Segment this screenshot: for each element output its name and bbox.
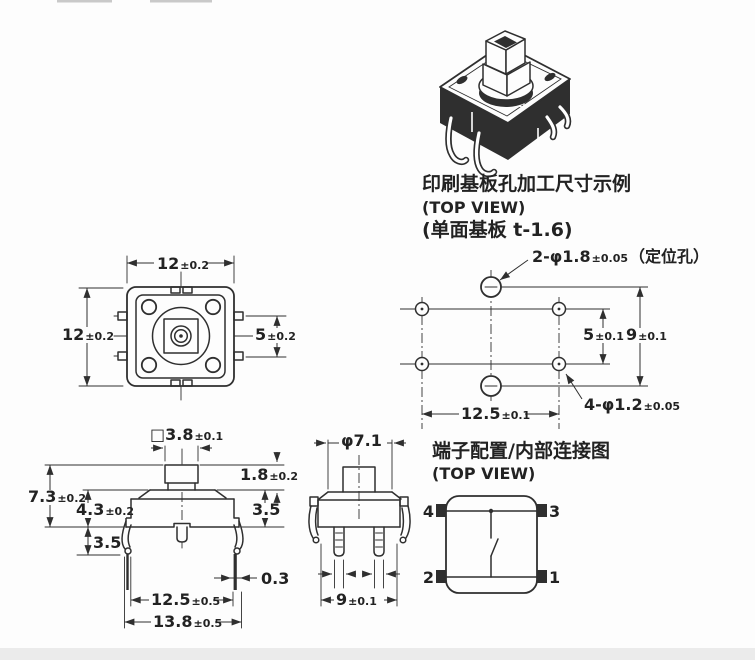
pin-label-4: 4	[423, 502, 434, 521]
terminal-tab	[233, 351, 244, 361]
switch-outline-schematic	[445, 495, 538, 594]
switch-3d-pictorial	[439, 30, 572, 178]
corner-hole	[456, 75, 468, 85]
terminal-diagram: 端子配置/内部连接图 (TOP VIEW) 4 3 2 1	[423, 439, 610, 594]
side-view-drawing	[308, 455, 411, 557]
dim-stem-height: 1.8±0.2	[240, 465, 298, 484]
side-hooked-legs	[308, 505, 411, 544]
terminal-diagram-title: 端子配置/内部连接图	[432, 439, 610, 462]
dim-side-height: 12±0.2	[62, 325, 114, 344]
actuator-circle	[151, 306, 211, 366]
pin-label-2: 2	[423, 568, 434, 587]
dim-stem-width: □3.8±0.1	[150, 425, 223, 444]
pcb-dimensions: 5±0.1 9±0.1 12.5±0.1 2-φ1.8±0.05（定位孔） 4-…	[422, 247, 709, 423]
side-terminal-pins	[333, 526, 385, 557]
corner-hole	[544, 72, 556, 82]
cropped-artifact	[150, 0, 212, 3]
cover-outline	[135, 294, 226, 379]
dim-dome-dia: φ7.1	[341, 431, 382, 450]
right-lead	[233, 554, 237, 590]
dim-lead-span: 12.5±0.5	[151, 590, 220, 609]
terminal-pad-2	[436, 570, 446, 583]
dim-overall-width: 13.8±0.5	[153, 612, 222, 631]
dim-total-height: 7.3±0.2	[28, 487, 86, 506]
pcb-caption-line2: (TOP VIEW)	[422, 198, 525, 217]
terminal-pad-1	[537, 570, 547, 583]
terminal-pad-3	[537, 504, 547, 517]
label-terminal-holes: 4-φ1.2±0.05	[584, 395, 680, 414]
label-locating-holes: 2-φ1.8±0.05（定位孔）	[532, 247, 709, 266]
front-view-dimensions: □3.8±0.1 7.3±0.2 4.3±0.2 3.5 1.8±0.2 3.5…	[26, 425, 298, 631]
footer-band	[0, 648, 755, 660]
top-view-drawing	[113, 271, 287, 401]
dim-leg-length: 3.5	[93, 533, 121, 552]
dim-top-width: 12±0.2	[157, 254, 209, 273]
locating-peg	[176, 526, 188, 543]
stem-recess	[494, 36, 517, 48]
terminal-pad-4	[436, 504, 446, 517]
body-front-right-face	[508, 79, 570, 160]
bent-leads	[445, 103, 572, 178]
dim-column-pitch: 12.5±0.1	[461, 404, 530, 423]
front-view-drawing	[121, 448, 244, 590]
pcb-hole-pattern	[400, 270, 648, 429]
body-front-left-face	[440, 87, 508, 160]
dim-cap-height: 3.5	[252, 500, 280, 519]
pin-label-1: 1	[549, 568, 560, 587]
dim-row-pitch: 5±0.1	[583, 325, 624, 344]
pcb-caption: 印刷基板孔加工尺寸示例 (TOP VIEW) (单面基板 t-1.6)	[422, 172, 631, 241]
top-view-dimensions: 12±0.2 12±0.2 5±0.2	[59, 254, 296, 387]
terminal-tab	[233, 311, 244, 321]
side-view-dimensions: φ7.1 9±0.1	[314, 431, 406, 609]
dim-locating-pitch: 9±0.1	[626, 325, 667, 344]
pcb-caption-line1: 印刷基板孔加工尺寸示例	[422, 172, 631, 195]
terminal-diagram-subtitle: (TOP VIEW)	[432, 464, 535, 483]
dim-body-height: 4.3±0.2	[76, 500, 134, 519]
side-tab	[309, 496, 319, 507]
dim-outer-leg-span: 9±0.1	[336, 590, 377, 609]
stem	[164, 464, 199, 484]
pin-label-3: 3	[549, 502, 560, 521]
pcb-caption-line3: (单面基板 t-1.6)	[422, 218, 573, 241]
contact-symbol	[488, 508, 499, 578]
side-tab	[399, 496, 409, 507]
dim-terminal-pitch: 5±0.2	[255, 325, 296, 344]
stem-lower-right	[506, 61, 531, 97]
stem-side	[342, 466, 376, 493]
dim-lead-thickness: 0.3	[261, 569, 289, 588]
cropped-artifact	[57, 0, 112, 3]
